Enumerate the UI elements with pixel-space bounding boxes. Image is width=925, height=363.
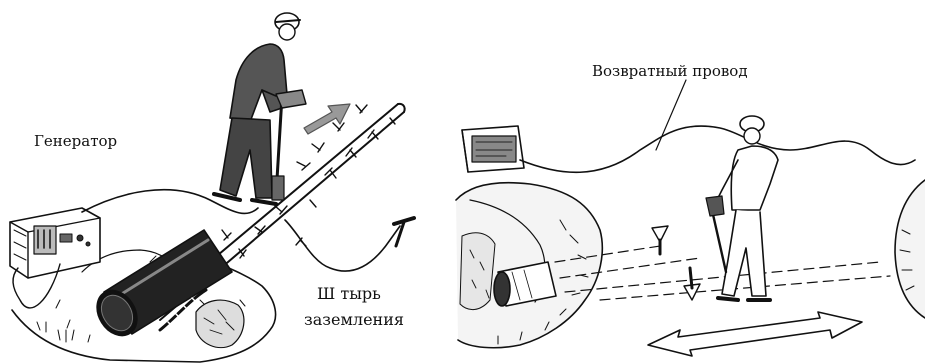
return-wire-leader [656,80,686,150]
return-device [462,126,524,172]
generator-label: Генератор [34,134,117,149]
horizontal-arrow [648,312,862,356]
pipe-long-end [398,104,405,112]
worker-right [706,116,778,300]
right-scene [456,80,925,356]
return-wire [520,126,915,172]
bank-right [895,180,925,318]
bank-shade [460,233,495,310]
direction-arrow [304,104,350,134]
arrow-down-shaft [690,268,692,288]
dirt-pile [196,300,244,347]
grounding-rod-label-line1: Ш тырь [317,286,381,302]
grounding-rod-label-line2: заземления [304,312,404,328]
return-wire-label: Возвратный провод [592,64,748,79]
ground-cable-to-rod [285,220,400,271]
worker-left [214,13,306,204]
grounding-rod [394,218,414,246]
